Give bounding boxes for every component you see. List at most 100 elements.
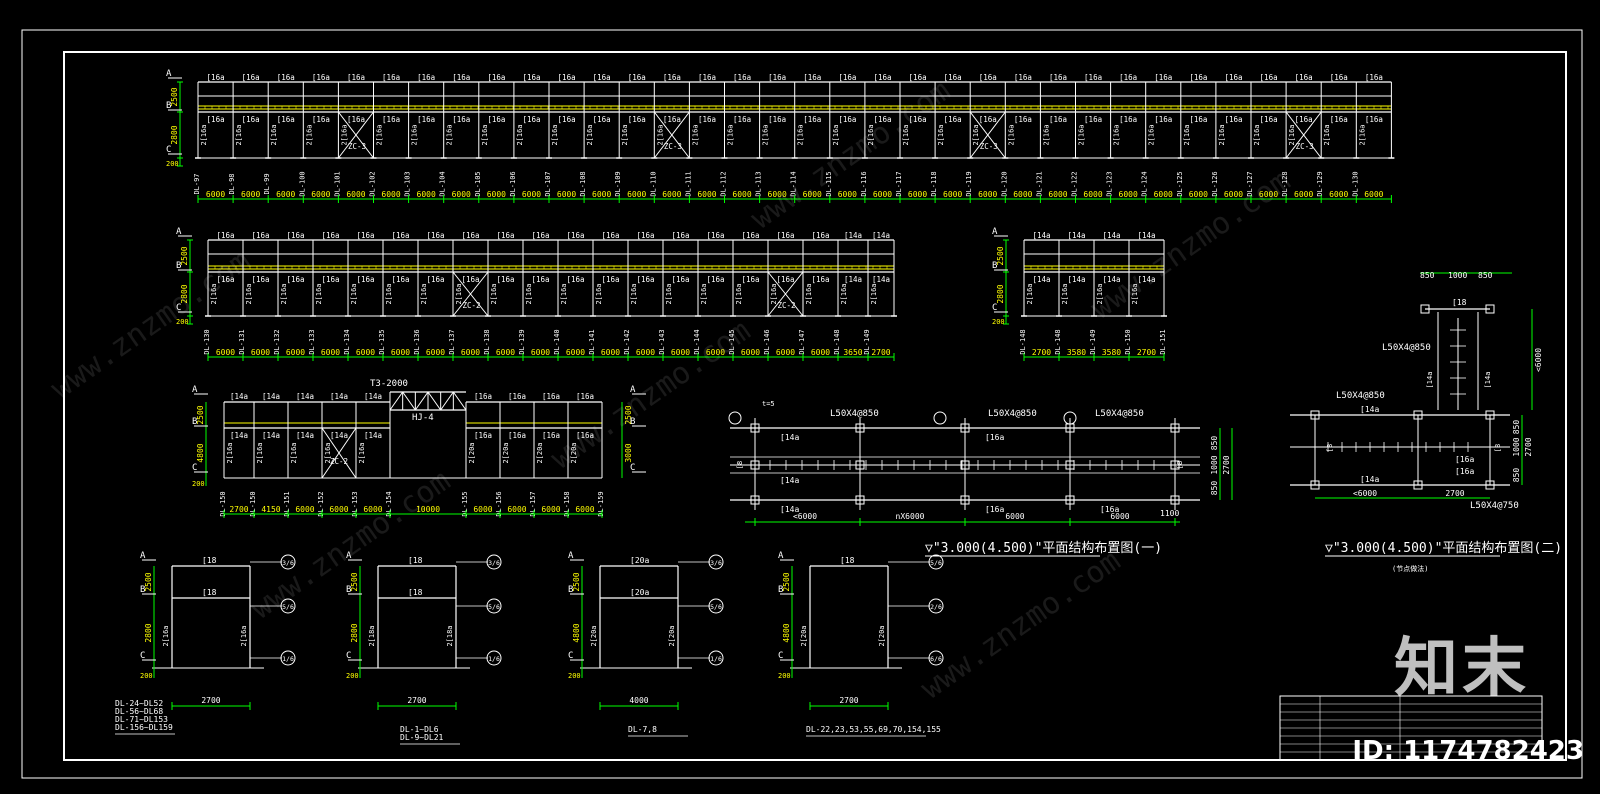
- angle-label: L50X4@850: [1095, 409, 1144, 419]
- callout-text: 1/6: [710, 655, 722, 663]
- column-label: 2[16a: [200, 124, 208, 145]
- detail-beam-label: [18: [408, 556, 423, 565]
- column-label: 2[16a: [700, 283, 708, 304]
- column-label: 2[16a: [1007, 124, 1015, 145]
- callout-text: 3/6: [710, 559, 722, 567]
- beam-label: [16a: [392, 231, 410, 240]
- beam-label: [14a: [1068, 275, 1086, 284]
- frame-label: DL-141: [588, 329, 596, 354]
- beam-label: [16a: [1224, 115, 1242, 124]
- dimension-value: 6000: [557, 190, 576, 199]
- column-label: 2[20a: [536, 442, 544, 463]
- height-dim: 2500: [350, 572, 359, 591]
- beam-label: [16a: [522, 73, 540, 82]
- brace: [969, 111, 1006, 159]
- frame-label: DL-118: [930, 171, 938, 196]
- frame-label: DL-127: [1246, 171, 1254, 196]
- beam-label: [14a: [1068, 231, 1086, 240]
- beam-label: [16a: [1100, 505, 1119, 514]
- beam-label: [16a: [1455, 467, 1474, 476]
- dimension-value: 6000: [1083, 190, 1102, 199]
- frame-label: DL-104: [439, 171, 447, 196]
- beam-label: [16a: [803, 73, 821, 82]
- beam-label: [16a: [357, 231, 375, 240]
- brace: [321, 427, 357, 479]
- dimension-value: 6000: [741, 348, 760, 357]
- plan-subtitle: (节点做法): [1392, 564, 1428, 573]
- beam-label: [16a: [287, 231, 305, 240]
- frame-label: DL-122: [1071, 171, 1079, 196]
- axis-bubble: [1063, 411, 1077, 425]
- axis-label: C: [992, 303, 997, 313]
- beam-label: [16a: [217, 231, 235, 240]
- plan-column: [750, 495, 760, 505]
- column-label: 2[16a: [691, 124, 699, 145]
- dimension-value: 4150: [261, 505, 280, 514]
- frame-label: DL-147: [798, 329, 806, 354]
- dimension-value: 6000: [1154, 190, 1173, 199]
- elevation-4: [14a[14a2[16a[14a[14a2[16a[14a[14a2[16a[…: [192, 379, 646, 518]
- beam-label: [16a: [1365, 73, 1383, 82]
- frame-label: DL-146: [763, 329, 771, 354]
- column-label: 2[16a: [1288, 124, 1296, 145]
- frame-label: DL-150: [219, 491, 227, 516]
- height-dim: 2800: [170, 125, 179, 144]
- beam-label: [14a: [1360, 405, 1379, 414]
- truss-top-label: T3-2000: [370, 379, 408, 389]
- detail-caption: DL-22,23,53,55,69,70,154,155: [806, 725, 941, 734]
- beam-label: [16a: [392, 275, 410, 284]
- frame-label: DL-102: [369, 171, 377, 196]
- detail-caption: DL-7,8: [628, 725, 657, 734]
- beam-label: [16a: [672, 275, 690, 284]
- axis-label: C: [568, 651, 573, 661]
- column-label: 2[16a: [235, 124, 243, 145]
- beam-label: [16a: [487, 73, 505, 82]
- dimension-value: 6000: [417, 190, 436, 199]
- frame-label: DL-106: [509, 171, 517, 196]
- dimension-value: 6000: [346, 190, 365, 199]
- column-label: 2[16a: [1358, 124, 1366, 145]
- dimension-value: 6000: [732, 190, 751, 199]
- height-dim: 2500: [144, 572, 153, 591]
- beam-label: [16a: [1189, 73, 1207, 82]
- beam-label: [16a: [287, 275, 305, 284]
- beam-label: [16a: [1084, 73, 1102, 82]
- dimension-value: 6000: [1119, 190, 1138, 199]
- beam-label: [16a: [909, 73, 927, 82]
- column-label: 2[16a: [621, 124, 629, 145]
- dimension-value: 6000: [1189, 190, 1208, 199]
- frame-label: DL-97: [193, 173, 201, 194]
- axis-label: A: [568, 551, 574, 561]
- frame-label: DL-140: [553, 329, 561, 354]
- side-dim: 850: [1210, 436, 1219, 451]
- beam-label: [16a: [1260, 115, 1278, 124]
- beam-label: [16a: [242, 115, 260, 124]
- axis-label: C: [192, 463, 197, 473]
- column-label: 2[16a: [1323, 124, 1331, 145]
- column-label: 2[16a: [972, 124, 980, 145]
- dimension-value: 6000: [522, 190, 541, 199]
- beam-label: [16a: [985, 505, 1004, 514]
- frame-label: DL-149: [863, 329, 871, 354]
- dimension-value: 3580: [1067, 348, 1086, 357]
- column-label: 2[16a: [1042, 124, 1050, 145]
- column-label: 2[16a: [516, 124, 524, 145]
- tie-label: [8: [736, 461, 744, 469]
- axis-label: A: [176, 227, 182, 237]
- axis-label: B: [166, 101, 171, 111]
- frame-label: DL-142: [623, 329, 631, 354]
- frame-label: DL-107: [544, 171, 552, 196]
- beam-label: [16a: [542, 392, 560, 401]
- height-dim: 200: [176, 318, 189, 326]
- dimension-value: 6000: [496, 348, 515, 357]
- dimension-value: 6000: [1364, 190, 1383, 199]
- axis-label: A: [140, 551, 146, 561]
- frame-label: DL-109: [614, 171, 622, 196]
- column-label: 2[16a: [226, 442, 234, 463]
- dimension-value: 6000: [592, 190, 611, 199]
- brace: [653, 111, 690, 159]
- beam-label: [16a: [812, 231, 830, 240]
- column-label: 2[16a: [735, 283, 743, 304]
- dimension-value: 6000: [706, 348, 725, 357]
